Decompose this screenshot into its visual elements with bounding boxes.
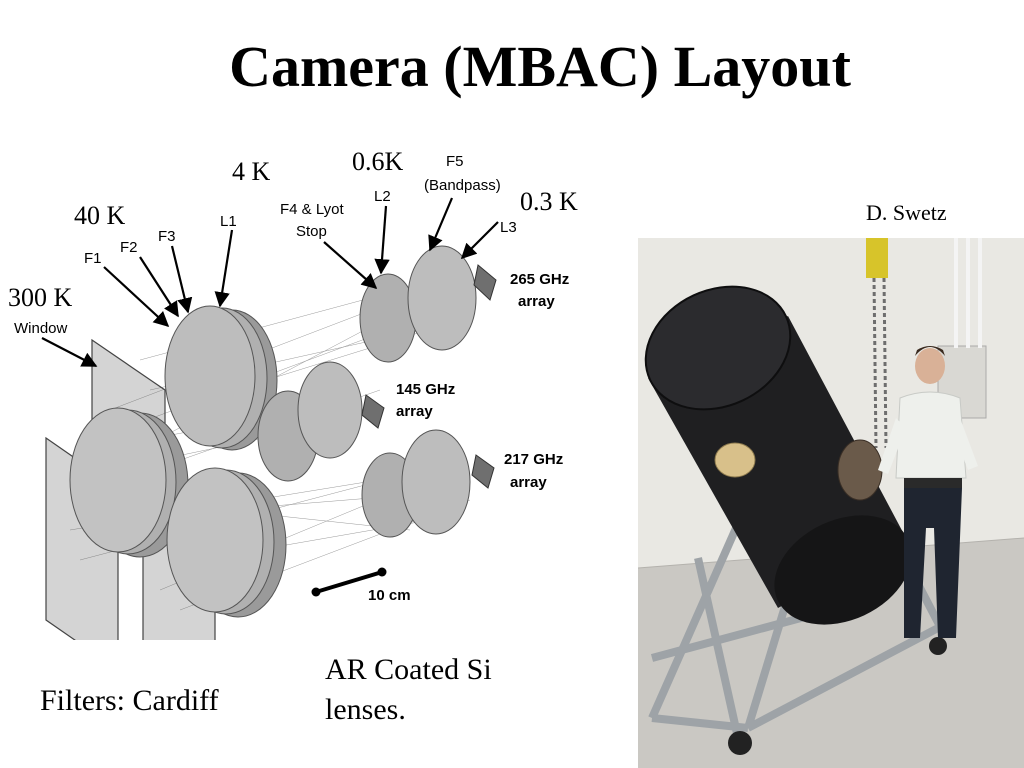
label-145-array: array bbox=[396, 403, 433, 420]
label-300k: 300 K bbox=[8, 283, 73, 312]
crane-chain bbox=[866, 238, 888, 449]
label-265ghz: 265 GHz bbox=[510, 271, 569, 288]
mbac-photo bbox=[638, 238, 1024, 768]
label-145ghz: 145 GHz bbox=[396, 381, 455, 398]
scale-bar-label: 10 cm bbox=[368, 587, 411, 604]
arrow-window bbox=[41, 337, 98, 367]
slide-title: Camera (MBAC) Layout bbox=[229, 34, 851, 99]
label-40k: 40 K bbox=[74, 201, 126, 230]
caption-filters: Filters: Cardiff bbox=[40, 684, 219, 717]
cryostat-body bbox=[644, 285, 912, 625]
array-217-detector bbox=[471, 454, 495, 489]
caster-wheel-right bbox=[929, 637, 947, 655]
label-03k: 0.3 K bbox=[520, 187, 578, 216]
label-f4-stop: Stop bbox=[296, 223, 327, 240]
label-f3: F3 bbox=[158, 228, 176, 245]
arrow-f1 bbox=[103, 266, 170, 328]
lens-pair-217 bbox=[361, 429, 471, 538]
pulse-tube-flange bbox=[837, 439, 883, 501]
lens-stack-left bbox=[69, 407, 189, 558]
label-f1: F1 bbox=[84, 250, 102, 267]
label-4k: 4 K bbox=[232, 157, 271, 186]
lens-stack-bottom bbox=[166, 467, 287, 618]
caption-lenses-line2: lenses. bbox=[325, 693, 406, 726]
label-l2: L2 bbox=[374, 188, 391, 205]
photo-credit: D. Swetz bbox=[866, 200, 947, 225]
lens-pair-265 bbox=[359, 245, 477, 363]
arrow-l1 bbox=[214, 229, 234, 308]
cryostat-window bbox=[714, 442, 756, 478]
arrow-f4 bbox=[323, 241, 378, 290]
arrow-f2 bbox=[139, 256, 179, 318]
array-265-detector bbox=[473, 264, 497, 301]
label-265-array: array bbox=[518, 293, 555, 310]
array-145-detector bbox=[361, 394, 385, 429]
caption-lenses-line1: AR Coated Si bbox=[325, 653, 492, 686]
arrow-l3 bbox=[460, 221, 499, 260]
label-f2: F2 bbox=[120, 239, 138, 256]
scale-bar bbox=[311, 567, 387, 597]
label-l1: L1 bbox=[220, 213, 237, 230]
label-217-array: array bbox=[510, 474, 547, 491]
caster-wheel bbox=[728, 731, 752, 755]
arrow-f5 bbox=[428, 197, 454, 252]
label-f4: F4 & Lyot bbox=[280, 201, 344, 218]
lens-pair-145 bbox=[257, 361, 363, 482]
optics-diagram: 300 K 40 K 4 K 0.6K 0.3 K Window F1 F2 F… bbox=[8, 147, 578, 640]
person-figure bbox=[878, 346, 978, 638]
label-l3: L3 bbox=[500, 219, 517, 236]
label-window: Window bbox=[14, 320, 68, 337]
arrow-f3 bbox=[170, 245, 193, 314]
label-f5: F5 bbox=[446, 153, 464, 170]
arrow-l2 bbox=[374, 205, 390, 275]
label-217ghz: 217 GHz bbox=[504, 451, 563, 468]
lens-stack-top bbox=[164, 305, 278, 451]
label-f5-bandpass: (Bandpass) bbox=[424, 177, 501, 194]
label-06k: 0.6K bbox=[352, 147, 404, 176]
caption-lenses: AR Coated Si lenses. bbox=[325, 650, 492, 730]
